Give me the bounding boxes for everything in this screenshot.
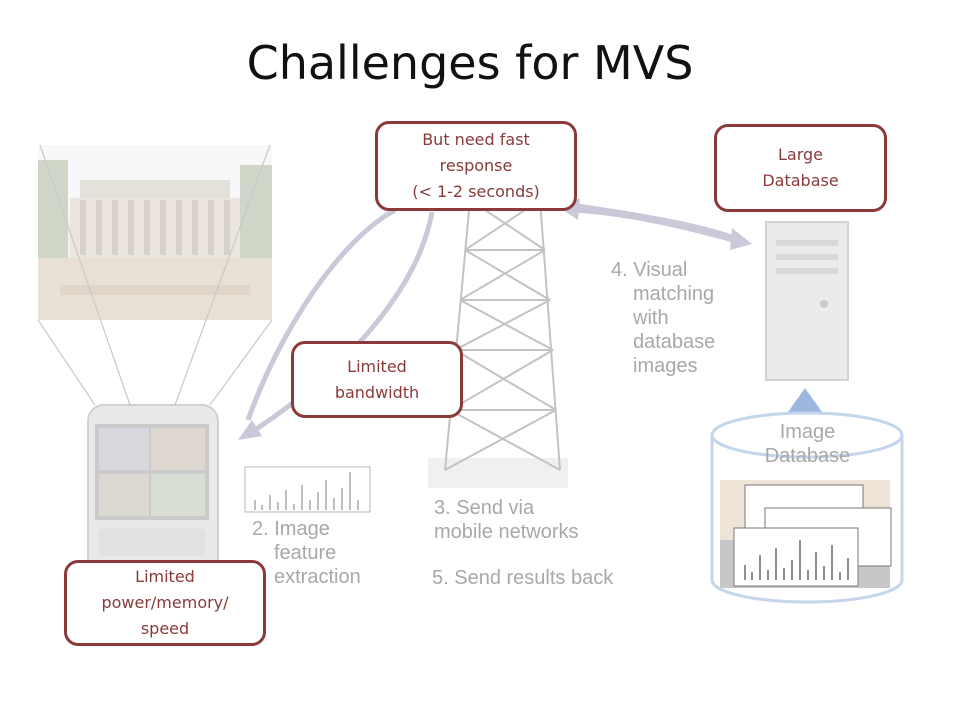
step-line: extraction <box>274 566 361 588</box>
step-line: matching <box>633 283 715 305</box>
view-lines <box>37 144 273 406</box>
callout-line: response <box>439 156 513 175</box>
step-send-results: 5. Send results back <box>432 567 614 589</box>
step-line: 4. Visual <box>611 259 688 281</box>
server-icon <box>765 221 849 381</box>
callout-line: Database <box>762 171 839 190</box>
step-send-via: 3. Send via mobile networks <box>434 496 579 544</box>
image-database-label: Image Database <box>750 420 865 468</box>
step-visual-matching: 4. Visual matching with database images <box>611 258 715 378</box>
limited-power-callout: Limited power/memory/ speed <box>64 560 266 646</box>
large-database-callout: Large Database <box>714 124 887 212</box>
db-label-line: Database <box>764 445 851 467</box>
callout-line: But need fast <box>422 130 530 149</box>
callout-line: power/memory/ <box>101 593 229 612</box>
callout-line: Limited <box>135 567 195 586</box>
step-line: 2. Image <box>252 518 330 540</box>
step-line: mobile networks <box>434 521 579 543</box>
fast-response-callout: But need fast response (< 1-2 seconds) <box>375 121 577 211</box>
cell-tower-icon <box>428 150 568 488</box>
callout-line: (< 1-2 seconds) <box>412 182 540 201</box>
database-cylinder-icon <box>710 411 904 604</box>
callout-line: Limited <box>347 356 407 376</box>
callout-line: bandwidth <box>334 382 420 402</box>
db-label-line: Image <box>779 421 836 443</box>
building-photo <box>38 145 272 320</box>
callout-line: speed <box>140 619 190 638</box>
slide-title: Challenges for MVS <box>246 36 694 90</box>
step-line: with <box>633 307 669 329</box>
step-line: database <box>633 331 716 353</box>
step-line: images <box>633 355 698 377</box>
limited-bandwidth-callout: Limited bandwidth <box>291 341 463 418</box>
callout-line: Large <box>777 145 823 164</box>
step-line: 3. Send via <box>434 497 535 519</box>
histogram-icon <box>244 466 371 513</box>
step-line: feature <box>274 542 337 564</box>
step-feature-extraction: 2. Image feature extraction <box>252 517 361 589</box>
